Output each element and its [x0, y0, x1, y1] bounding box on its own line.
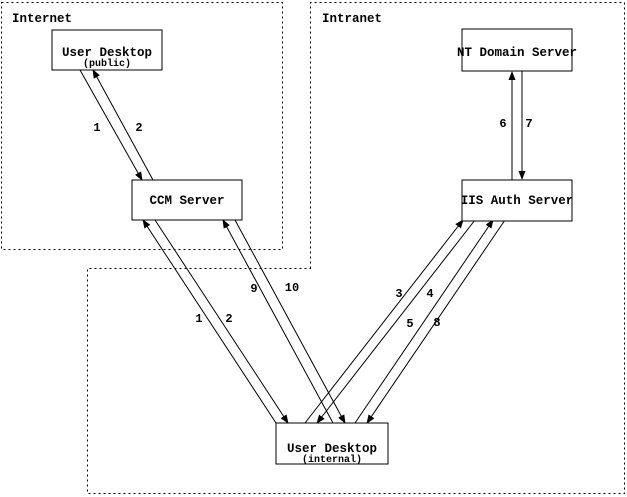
- region-internet: Internet: [1, 2, 283, 250]
- user-desktop-public-title: User Desktop: [62, 46, 152, 60]
- edge-label-6: 6: [499, 117, 506, 131]
- edge-iis-to-internal-desktop-8: [366, 219, 506, 424]
- edge-ccm-to-internal-desktop-2: [154, 219, 289, 424]
- edge-labels: 1 2 1 2 9 10 3 4 5 8 6 7: [93, 117, 532, 331]
- intranet-region-border: [87, 2, 625, 494]
- edge-label-4: 4: [426, 287, 433, 301]
- edge-label-10: 10: [285, 281, 299, 295]
- node-user-desktop-public: User Desktop (public): [51, 29, 163, 71]
- edge-label-2-internal: 2: [225, 312, 232, 326]
- node-iis-auth-server: IIS Auth Server: [461, 179, 574, 222]
- edge-label-8: 8: [433, 316, 440, 330]
- nt-domain-server-title: NT Domain Server: [457, 46, 577, 60]
- region-label-internet: Internet: [12, 12, 72, 26]
- user-desktop-internal-subtitle: (internal): [302, 454, 362, 466]
- edge-label-7: 7: [525, 117, 532, 131]
- user-desktop-internal-title: User Desktop: [287, 442, 377, 456]
- edge-public-desktop-to-ccm-1: [79, 69, 143, 181]
- node-nt-domain-server: NT Domain Server: [457, 28, 577, 72]
- edge-label-5: 5: [406, 317, 413, 331]
- edge-label-2-public: 2: [135, 121, 142, 135]
- user-desktop-internal-box: [275, 422, 389, 465]
- node-ccm-server: CCM Server: [131, 179, 243, 221]
- region-label-intranet: Intranet: [322, 12, 382, 26]
- edge-ccm-to-internal-desktop-10: [234, 219, 346, 424]
- region-intranet: Intranet: [87, 2, 625, 494]
- edge-ccm-to-public-desktop-2: [92, 69, 154, 181]
- edge-internal-desktop-to-ccm-9: [222, 219, 334, 424]
- iis-auth-server-box: [461, 179, 573, 222]
- internet-region-border: [1, 2, 283, 250]
- edge-internal-desktop-to-ccm-1: [142, 219, 277, 424]
- ccm-server-box: [131, 179, 243, 221]
- edge-label-9: 9: [250, 282, 257, 296]
- edge-internal-desktop-to-iis-3: [304, 219, 464, 424]
- edge-internal-desktop-to-iis-5: [354, 219, 494, 424]
- edge-label-3: 3: [395, 287, 402, 301]
- nt-domain-server-box: [461, 28, 573, 72]
- ccm-server-title: CCM Server: [149, 194, 224, 208]
- edge-label-1-internal: 1: [195, 312, 202, 326]
- edges: [79, 69, 526, 424]
- user-desktop-public-subtitle: (public): [83, 58, 131, 70]
- user-desktop-public-box: [51, 29, 163, 71]
- node-user-desktop-internal: User Desktop (internal): [275, 422, 389, 466]
- edge-label-1-public: 1: [93, 121, 100, 135]
- edge-iis-to-internal-desktop-4: [316, 219, 476, 424]
- iis-auth-server-title: IIS Auth Server: [461, 194, 574, 208]
